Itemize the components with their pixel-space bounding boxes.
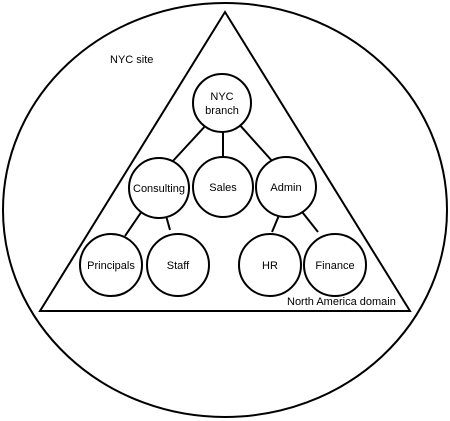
node-nyc-branch-label-line2: branch	[205, 105, 239, 117]
node-finance: Finance	[303, 233, 367, 297]
site-label: NYC site	[110, 54, 153, 66]
node-staff: Staff	[146, 233, 210, 297]
domain-label: North America domain	[287, 296, 396, 308]
node-sales: Sales	[192, 156, 254, 218]
node-principals: Principals	[79, 233, 143, 297]
edge-nyc-branch-consulting	[171, 122, 209, 163]
node-nyc-branch-label-line1: NYC	[210, 91, 233, 103]
edge-nyc-branch-admin	[237, 122, 274, 163]
node-principals-label: Principals	[87, 260, 135, 272]
node-consulting-label: Consulting	[133, 183, 185, 195]
edge-consulting-principals	[124, 210, 143, 237]
node-admin-label: Admin	[270, 182, 301, 194]
node-hr-label: HR	[262, 260, 278, 272]
node-finance-label: Finance	[315, 260, 354, 272]
node-staff-label: Staff	[167, 260, 190, 272]
node-sales-label: Sales	[209, 182, 237, 194]
node-nyc-branch: NYC branch	[192, 73, 252, 133]
node-consulting: Consulting	[128, 157, 190, 219]
node-hr: HR	[238, 233, 302, 297]
node-admin: Admin	[255, 156, 317, 218]
